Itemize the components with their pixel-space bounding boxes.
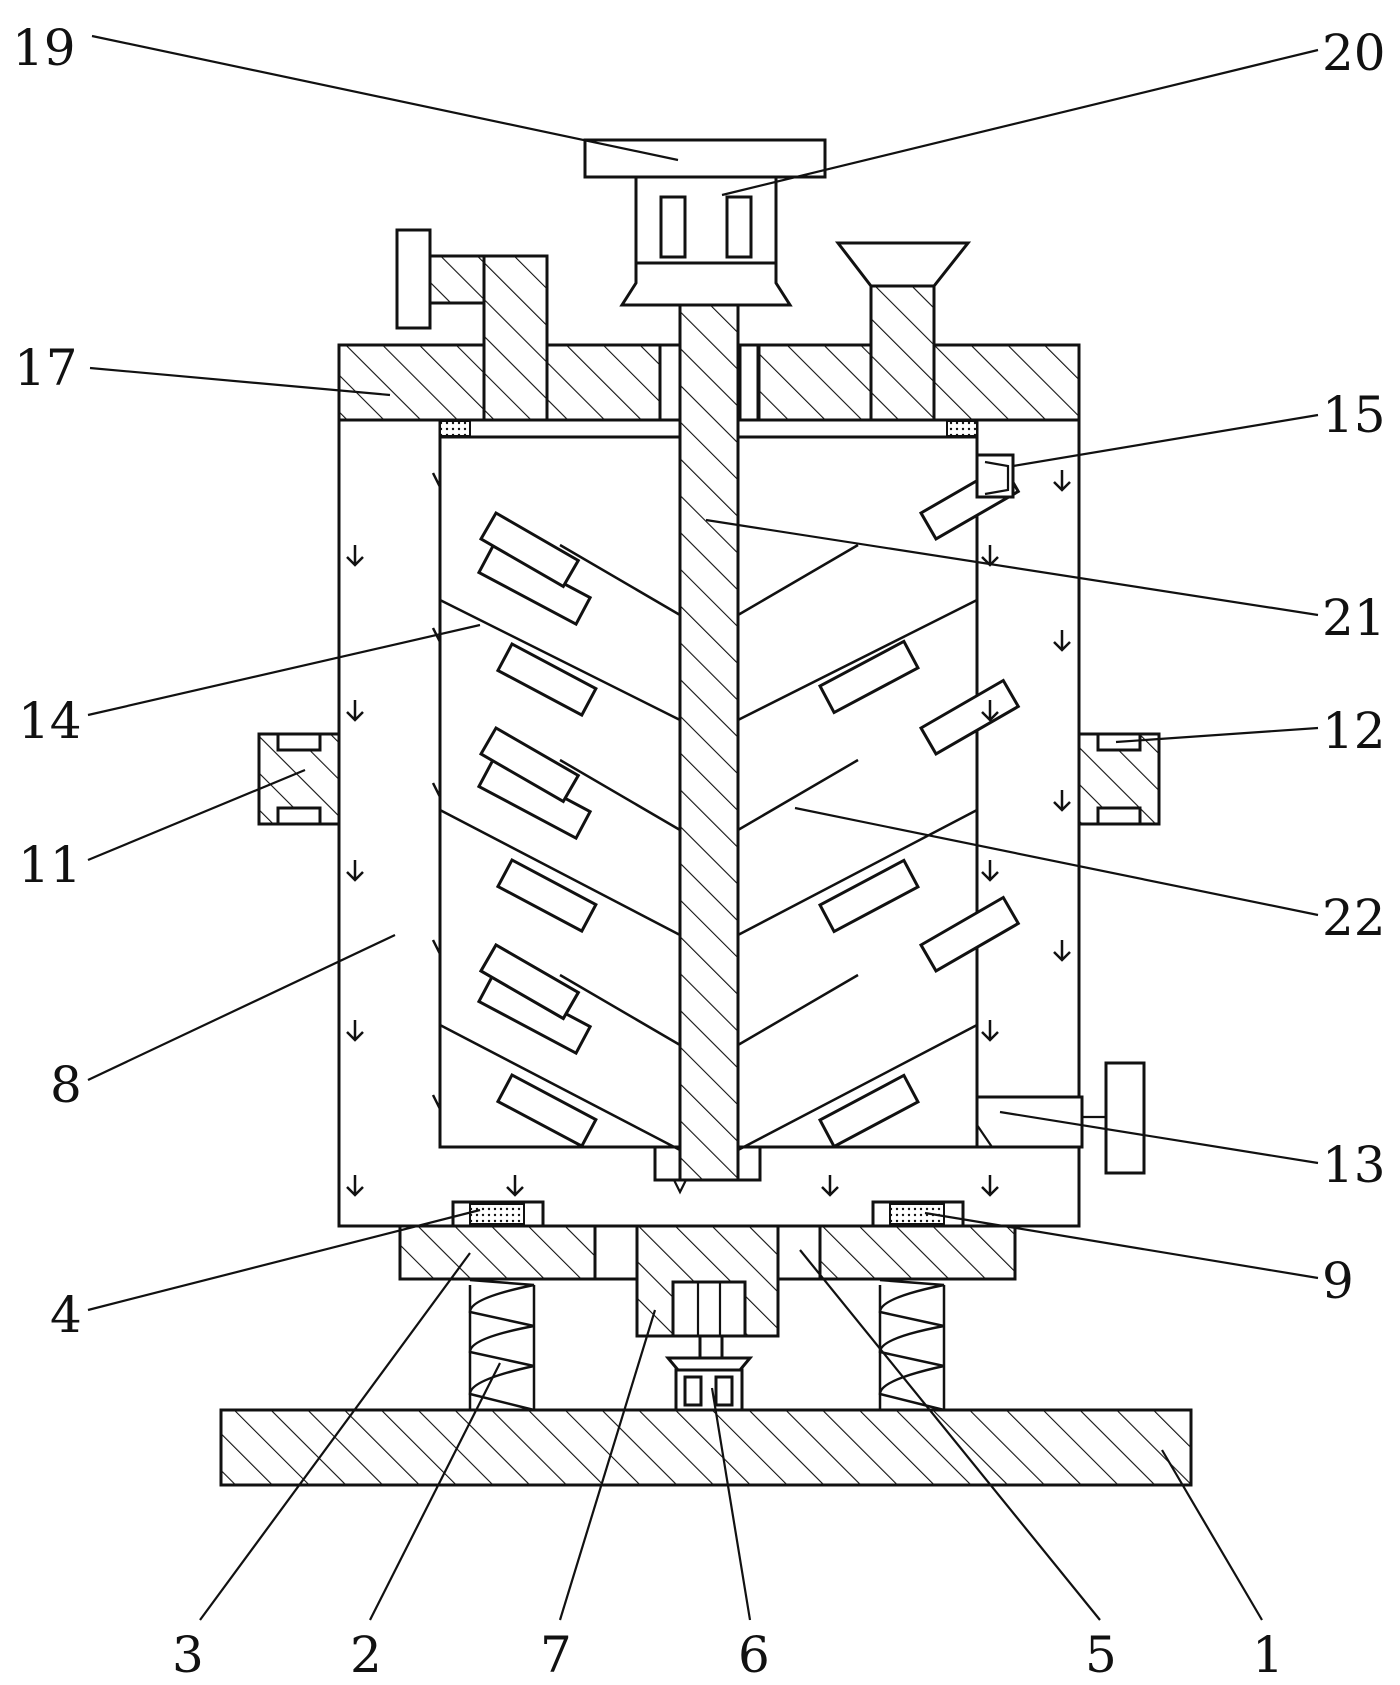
label-21: 21 bbox=[1322, 589, 1386, 647]
inner-drum-top-right bbox=[736, 418, 979, 439]
label-1: 1 bbox=[1252, 1626, 1284, 1684]
top-motor-body bbox=[634, 175, 778, 265]
label-3: 3 bbox=[172, 1626, 204, 1684]
top-motor-slot-left bbox=[659, 195, 687, 259]
support-gap-right bbox=[776, 1224, 822, 1281]
support-gap-left bbox=[593, 1224, 639, 1281]
feed-pipe bbox=[869, 284, 936, 422]
pad-right-fill bbox=[889, 1203, 945, 1225]
blade-arms bbox=[439, 543, 978, 1152]
stirring-shaft bbox=[678, 303, 740, 1182]
seal-left bbox=[439, 420, 471, 437]
blades-left bbox=[476, 543, 593, 1056]
support-plate-left bbox=[398, 1224, 597, 1281]
left-top-valve-handle bbox=[395, 228, 432, 330]
label-17: 17 bbox=[14, 339, 78, 397]
label-15: 15 bbox=[1322, 386, 1386, 444]
label-22: 22 bbox=[1322, 889, 1386, 947]
bottom-motor-core bbox=[671, 1280, 747, 1338]
support-plate-right bbox=[818, 1224, 1017, 1281]
label-20: 20 bbox=[1322, 24, 1386, 82]
side-bracket-right bbox=[1077, 732, 1161, 826]
inner-drum-top-left bbox=[438, 418, 682, 439]
pad-left-fill bbox=[469, 1203, 525, 1225]
label-14: 14 bbox=[18, 692, 82, 750]
label-2: 2 bbox=[350, 1626, 382, 1684]
flow-arrows bbox=[346, 470, 1071, 1197]
label-8: 8 bbox=[50, 1056, 82, 1114]
blade-bars-left bbox=[478, 510, 581, 1021]
blade-bars-lower bbox=[495, 639, 920, 1149]
feed-hopper bbox=[834, 241, 972, 288]
base-plate bbox=[219, 1408, 1193, 1487]
label-9: 9 bbox=[1322, 1252, 1354, 1310]
top-cover-slot-right bbox=[738, 343, 760, 422]
bottom-coupling bbox=[664, 1356, 754, 1372]
label-7: 7 bbox=[540, 1626, 572, 1684]
top-motor-cap bbox=[583, 138, 827, 179]
outlet-valve-handle bbox=[1104, 1061, 1146, 1175]
top-motor-flange bbox=[619, 261, 793, 307]
top-motor-slot-right bbox=[725, 195, 753, 259]
label-13: 13 bbox=[1322, 1136, 1386, 1194]
spring-right bbox=[878, 1278, 946, 1412]
side-bracket-left bbox=[257, 732, 341, 826]
seal-right bbox=[946, 420, 978, 437]
label-12: 12 bbox=[1322, 702, 1386, 760]
label-4: 4 bbox=[50, 1286, 82, 1344]
left-top-pipe bbox=[482, 254, 549, 422]
leader-lines bbox=[87, 34, 1319, 1621]
bottom-shaft-stem bbox=[698, 1334, 724, 1360]
label-19: 19 bbox=[12, 19, 76, 77]
label-6: 6 bbox=[738, 1626, 770, 1684]
spring-left bbox=[468, 1278, 536, 1412]
label-5: 5 bbox=[1085, 1626, 1117, 1684]
label-11: 11 bbox=[18, 836, 82, 894]
